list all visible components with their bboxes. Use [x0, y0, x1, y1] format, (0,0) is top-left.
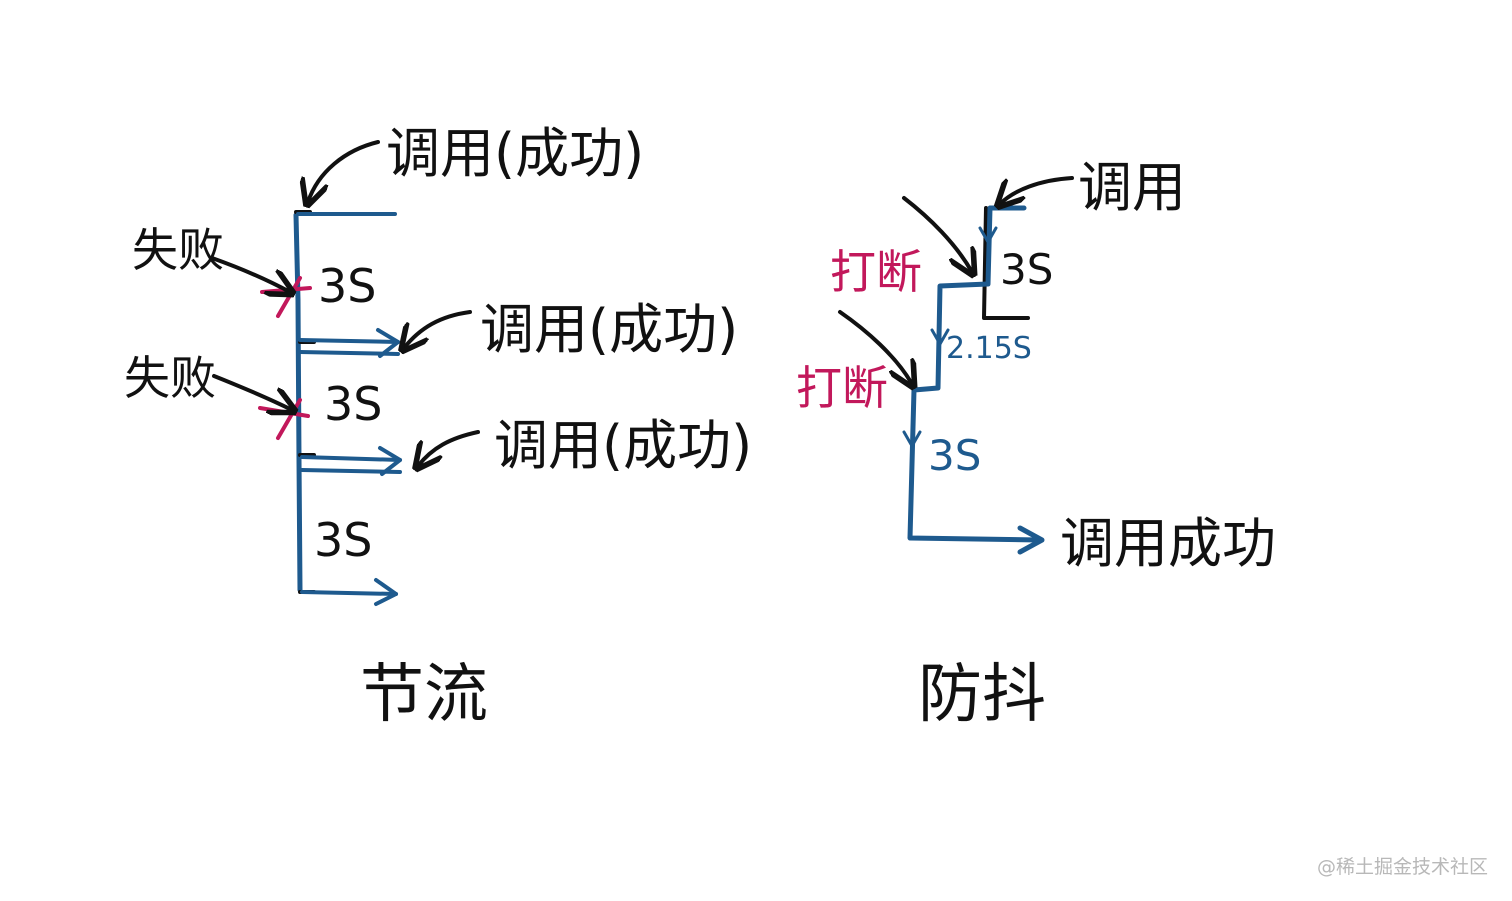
debounce-interrupt-label-1: 打断 — [830, 245, 922, 299]
throttle-interval-label-3: 3S — [314, 513, 372, 567]
throttle-call-label-1: 调用(成功) — [386, 122, 644, 185]
debounce-down-arrow-3 — [902, 430, 922, 448]
throttle-section: 调用(成功) 调用(成功) 调用(成功) 3S 3S 3S 失败 失败 节流 — [124, 122, 752, 732]
debounce-interval-label-2: 2.15S — [946, 331, 1032, 366]
throttle-call-label-2: 调用(成功) — [480, 298, 738, 361]
debounce-cancelled-interval — [982, 206, 1030, 320]
debounce-down-arrow-1 — [978, 226, 998, 244]
throttle-double-arrow-3 — [300, 446, 402, 476]
throttle-fail-arrow-1 — [210, 256, 290, 292]
throttle-timeline — [293, 212, 303, 593]
debounce-call-label: 调用 — [1078, 156, 1186, 219]
debounce-call-arrow — [1000, 176, 1074, 204]
debounce-interrupt-label-2: 打断 — [796, 361, 888, 415]
throttle-title: 节流 — [360, 658, 488, 732]
debounce-interval-label-1: 3S — [1000, 245, 1053, 294]
throttle-interval-label-1: 3S — [318, 259, 376, 313]
throttle-call-arrow-3 — [418, 430, 480, 466]
throttle-fail-arrow-2 — [212, 374, 292, 410]
watermark: @稀土掘金技术社区 — [1316, 856, 1488, 878]
debounce-interrupt-arrow-1 — [902, 196, 972, 272]
debounce-section: 调用 3S 2.15S 3S 打断 打断 调用成功 防抖 — [796, 156, 1276, 732]
debounce-title: 防抖 — [918, 658, 1046, 732]
debounce-interval-label-3: 3S — [928, 431, 981, 480]
debounce-end-arrowhead — [1017, 525, 1045, 555]
throttle-failure-label-1: 失败 — [132, 223, 224, 277]
throttle-call-arrow-1 — [308, 140, 380, 202]
throttle-end-arrow — [300, 578, 398, 606]
debounce-down-arrow-2 — [930, 328, 950, 346]
throttle-interval-label-2: 3S — [324, 377, 382, 431]
debounce-success-label: 调用成功 — [1060, 512, 1276, 575]
debounce-timeline — [907, 205, 1043, 543]
throttle-call-arrow-2 — [404, 310, 472, 348]
debounce-interrupt-arrow-2 — [838, 310, 912, 384]
throttle-call-label-3: 调用(成功) — [494, 414, 752, 477]
throttle-failure-label-2: 失败 — [124, 351, 216, 405]
